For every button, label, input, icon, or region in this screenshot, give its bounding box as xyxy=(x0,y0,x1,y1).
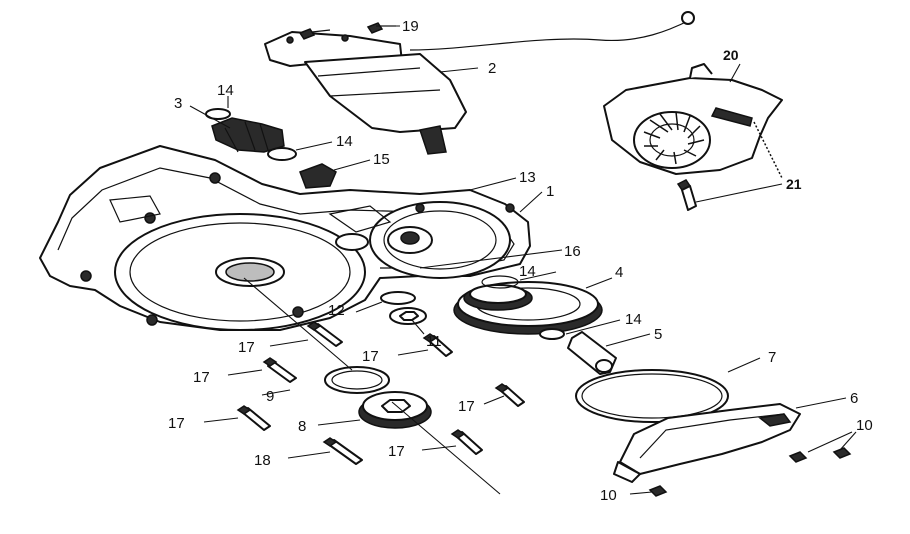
stator-cover xyxy=(603,63,783,175)
crankcase-cover xyxy=(39,145,531,331)
callout-21: 21 xyxy=(786,176,802,192)
callout-10-right: 10 xyxy=(856,417,873,434)
callout-14-top: 14 xyxy=(217,82,234,99)
callout-6: 6 xyxy=(850,390,858,407)
callout-18: 18 xyxy=(254,452,271,469)
small-parts xyxy=(380,291,617,375)
callout-15: 15 xyxy=(373,151,390,168)
starter-motor xyxy=(264,11,695,155)
callout-7: 7 xyxy=(768,349,776,366)
callout-10-bottom: 10 xyxy=(600,487,617,504)
callout-8: 8 xyxy=(298,418,306,435)
o-rings xyxy=(324,366,729,423)
idler-gear xyxy=(205,108,337,189)
bolts-17 xyxy=(236,321,525,455)
callout-16: 16 xyxy=(564,243,581,260)
callout-14-gear: 14 xyxy=(336,133,353,150)
drive-gear xyxy=(453,275,603,335)
callout-13: 13 xyxy=(519,169,536,186)
callout-14-mid: 14 xyxy=(519,263,536,280)
callout-17-a: 17 xyxy=(238,339,255,356)
callout-5: 5 xyxy=(654,326,662,343)
callout-12: 12 xyxy=(328,302,345,319)
callout-9: 9 xyxy=(266,388,274,405)
callout-17-e: 17 xyxy=(168,415,185,432)
callout-19: 19 xyxy=(402,18,419,35)
bolt-18 xyxy=(322,437,363,465)
callout-20: 20 xyxy=(723,47,739,63)
callout-11: 11 xyxy=(426,333,442,350)
callout-17-d: 17 xyxy=(458,398,475,415)
callout-2: 2 xyxy=(488,60,496,77)
callout-17-f: 17 xyxy=(388,443,405,460)
callout-17-b: 17 xyxy=(362,348,379,365)
callout-4: 4 xyxy=(615,264,623,281)
callout-17-c: 17 xyxy=(193,369,210,386)
callout-3: 3 xyxy=(174,95,182,112)
bolt-21 xyxy=(676,179,697,211)
callout-1: 1 xyxy=(546,183,554,200)
callout-14-shaft: 14 xyxy=(625,311,642,328)
drain-plug xyxy=(358,391,432,429)
callout-labels: 19 2 20 14 3 14 15 21 13 1 16 14 4 12 14… xyxy=(168,18,873,504)
leader-lines xyxy=(189,25,857,495)
bolts-10 xyxy=(648,447,852,497)
clutch-cover xyxy=(613,403,801,483)
